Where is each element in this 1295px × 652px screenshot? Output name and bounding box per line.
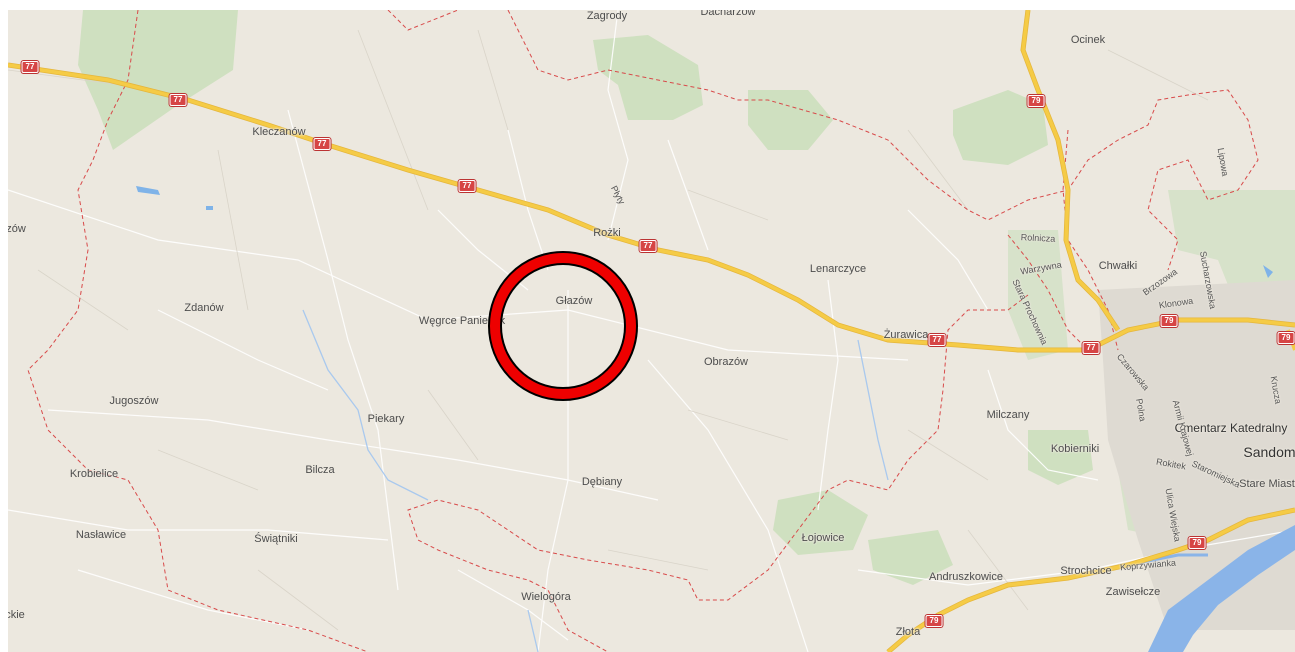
route-77[interactable] bbox=[8, 63, 1295, 352]
place-label-zow: zów bbox=[8, 223, 26, 235]
place-label-cmentarz-katedralny: Cmentarz Katedralny bbox=[1174, 421, 1288, 435]
place-label-ocinek: Ocinek bbox=[1070, 34, 1106, 46]
city-area bbox=[1098, 280, 1295, 630]
route-shield-77[interactable]: 77 bbox=[169, 94, 187, 106]
route-shield-79[interactable]: 79 bbox=[1160, 315, 1178, 327]
route-shield-77[interactable]: 77 bbox=[458, 180, 476, 192]
place-label-lenarczyce: Lenarczyce bbox=[809, 263, 867, 275]
place-label-zdanow: Zdanów bbox=[184, 302, 224, 314]
route-shield-77[interactable]: 77 bbox=[313, 138, 331, 150]
place-label-zagrody: Zagrody bbox=[586, 10, 628, 22]
route-79-north[interactable] bbox=[1021, 10, 1120, 331]
route-shield-79[interactable]: 79 bbox=[1277, 332, 1295, 344]
route-shield-79[interactable]: 79 bbox=[1027, 95, 1045, 107]
place-label-stare-miasto: Stare Miasto bbox=[1239, 478, 1295, 490]
circle-marker-icon[interactable] bbox=[488, 251, 638, 401]
map-view[interactable]: Zagrody Dacharzów Ocinek Kleczanów zów R… bbox=[8, 10, 1295, 652]
place-label-krobielice: Krobielice bbox=[69, 468, 119, 480]
place-label-piekary: Piekary bbox=[367, 413, 405, 425]
place-label-zurawica: Żurawica bbox=[883, 329, 929, 341]
street-label-rolnicza: Rolnicza bbox=[1020, 232, 1056, 244]
place-label-rozki: Rożki bbox=[593, 227, 621, 239]
place-label-ckie: ckie bbox=[8, 609, 25, 621]
place-label-sandomierz: Sandomi bbox=[1243, 444, 1295, 460]
place-label-dacharzow: Dacharzów bbox=[700, 10, 756, 18]
place-label-strochcice: Strochcice bbox=[1060, 565, 1112, 577]
route-shield-79[interactable]: 79 bbox=[925, 615, 943, 627]
place-label-kleczanow: Kleczanów bbox=[252, 126, 306, 138]
place-label-chwalki: Chwałki bbox=[1098, 260, 1138, 272]
place-label-naslawice: Nasławice bbox=[75, 529, 127, 541]
streams bbox=[302, 309, 889, 652]
ponds bbox=[136, 186, 1273, 278]
route-shield-77[interactable]: 77 bbox=[928, 334, 946, 346]
map-canvas[interactable] bbox=[8, 10, 1295, 652]
field-lines bbox=[8, 29, 1209, 631]
place-label-andruszkowice: Andruszkowice bbox=[929, 571, 1003, 583]
forest-areas bbox=[78, 10, 1295, 585]
place-label-zlota: Złota bbox=[895, 626, 921, 638]
place-label-obrazow: Obrazów bbox=[703, 356, 749, 368]
place-label-swiatniki: Świątniki bbox=[254, 533, 298, 545]
place-label-debiany: Dębiany bbox=[581, 476, 623, 488]
route-shield-79[interactable]: 79 bbox=[1188, 537, 1206, 549]
vistula-river bbox=[1148, 525, 1295, 652]
place-label-kobierniki: Kobierniki bbox=[1050, 443, 1100, 455]
place-label-bilcza: Bilcza bbox=[305, 464, 335, 476]
place-label-milczany: Milczany bbox=[986, 409, 1030, 421]
route-shield-77[interactable]: 77 bbox=[1082, 342, 1100, 354]
route-shield-77[interactable]: 77 bbox=[639, 240, 657, 252]
place-label-lojowice: Łojowice bbox=[801, 532, 845, 544]
place-label-wielogora: Wielogóra bbox=[521, 591, 571, 603]
route-shield-77[interactable]: 77 bbox=[21, 61, 39, 73]
place-label-glazow: Głazów bbox=[555, 295, 593, 307]
place-label-wegrce: Węgrce Panieńsk bbox=[418, 315, 506, 327]
place-label-zawiselcze: Zawisełcze bbox=[1105, 586, 1161, 598]
place-label-jugoszow: Jugoszów bbox=[109, 395, 159, 407]
